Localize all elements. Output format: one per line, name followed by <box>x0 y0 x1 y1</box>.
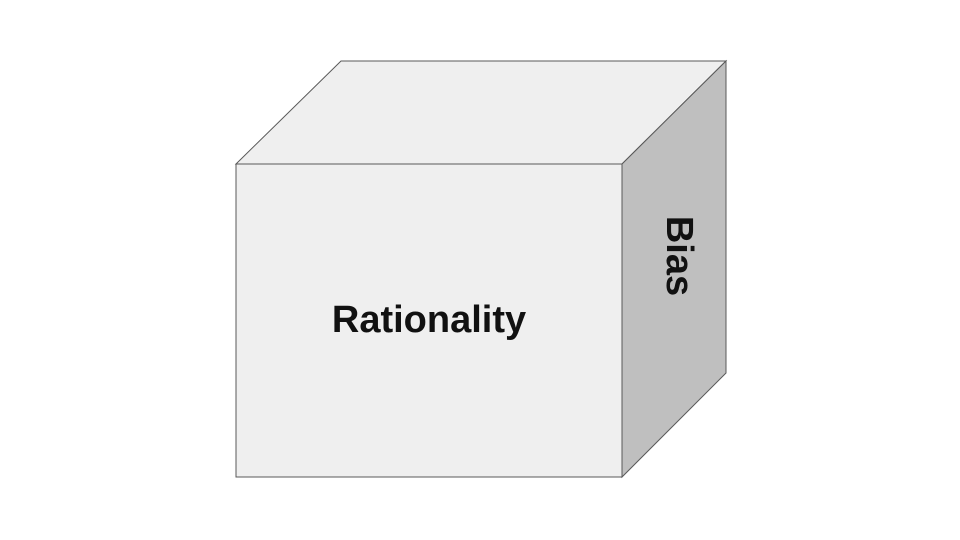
front-face-label: Rationality <box>332 299 526 341</box>
side-face-label: Bias <box>658 216 700 296</box>
cube-front-face <box>235 163 623 478</box>
